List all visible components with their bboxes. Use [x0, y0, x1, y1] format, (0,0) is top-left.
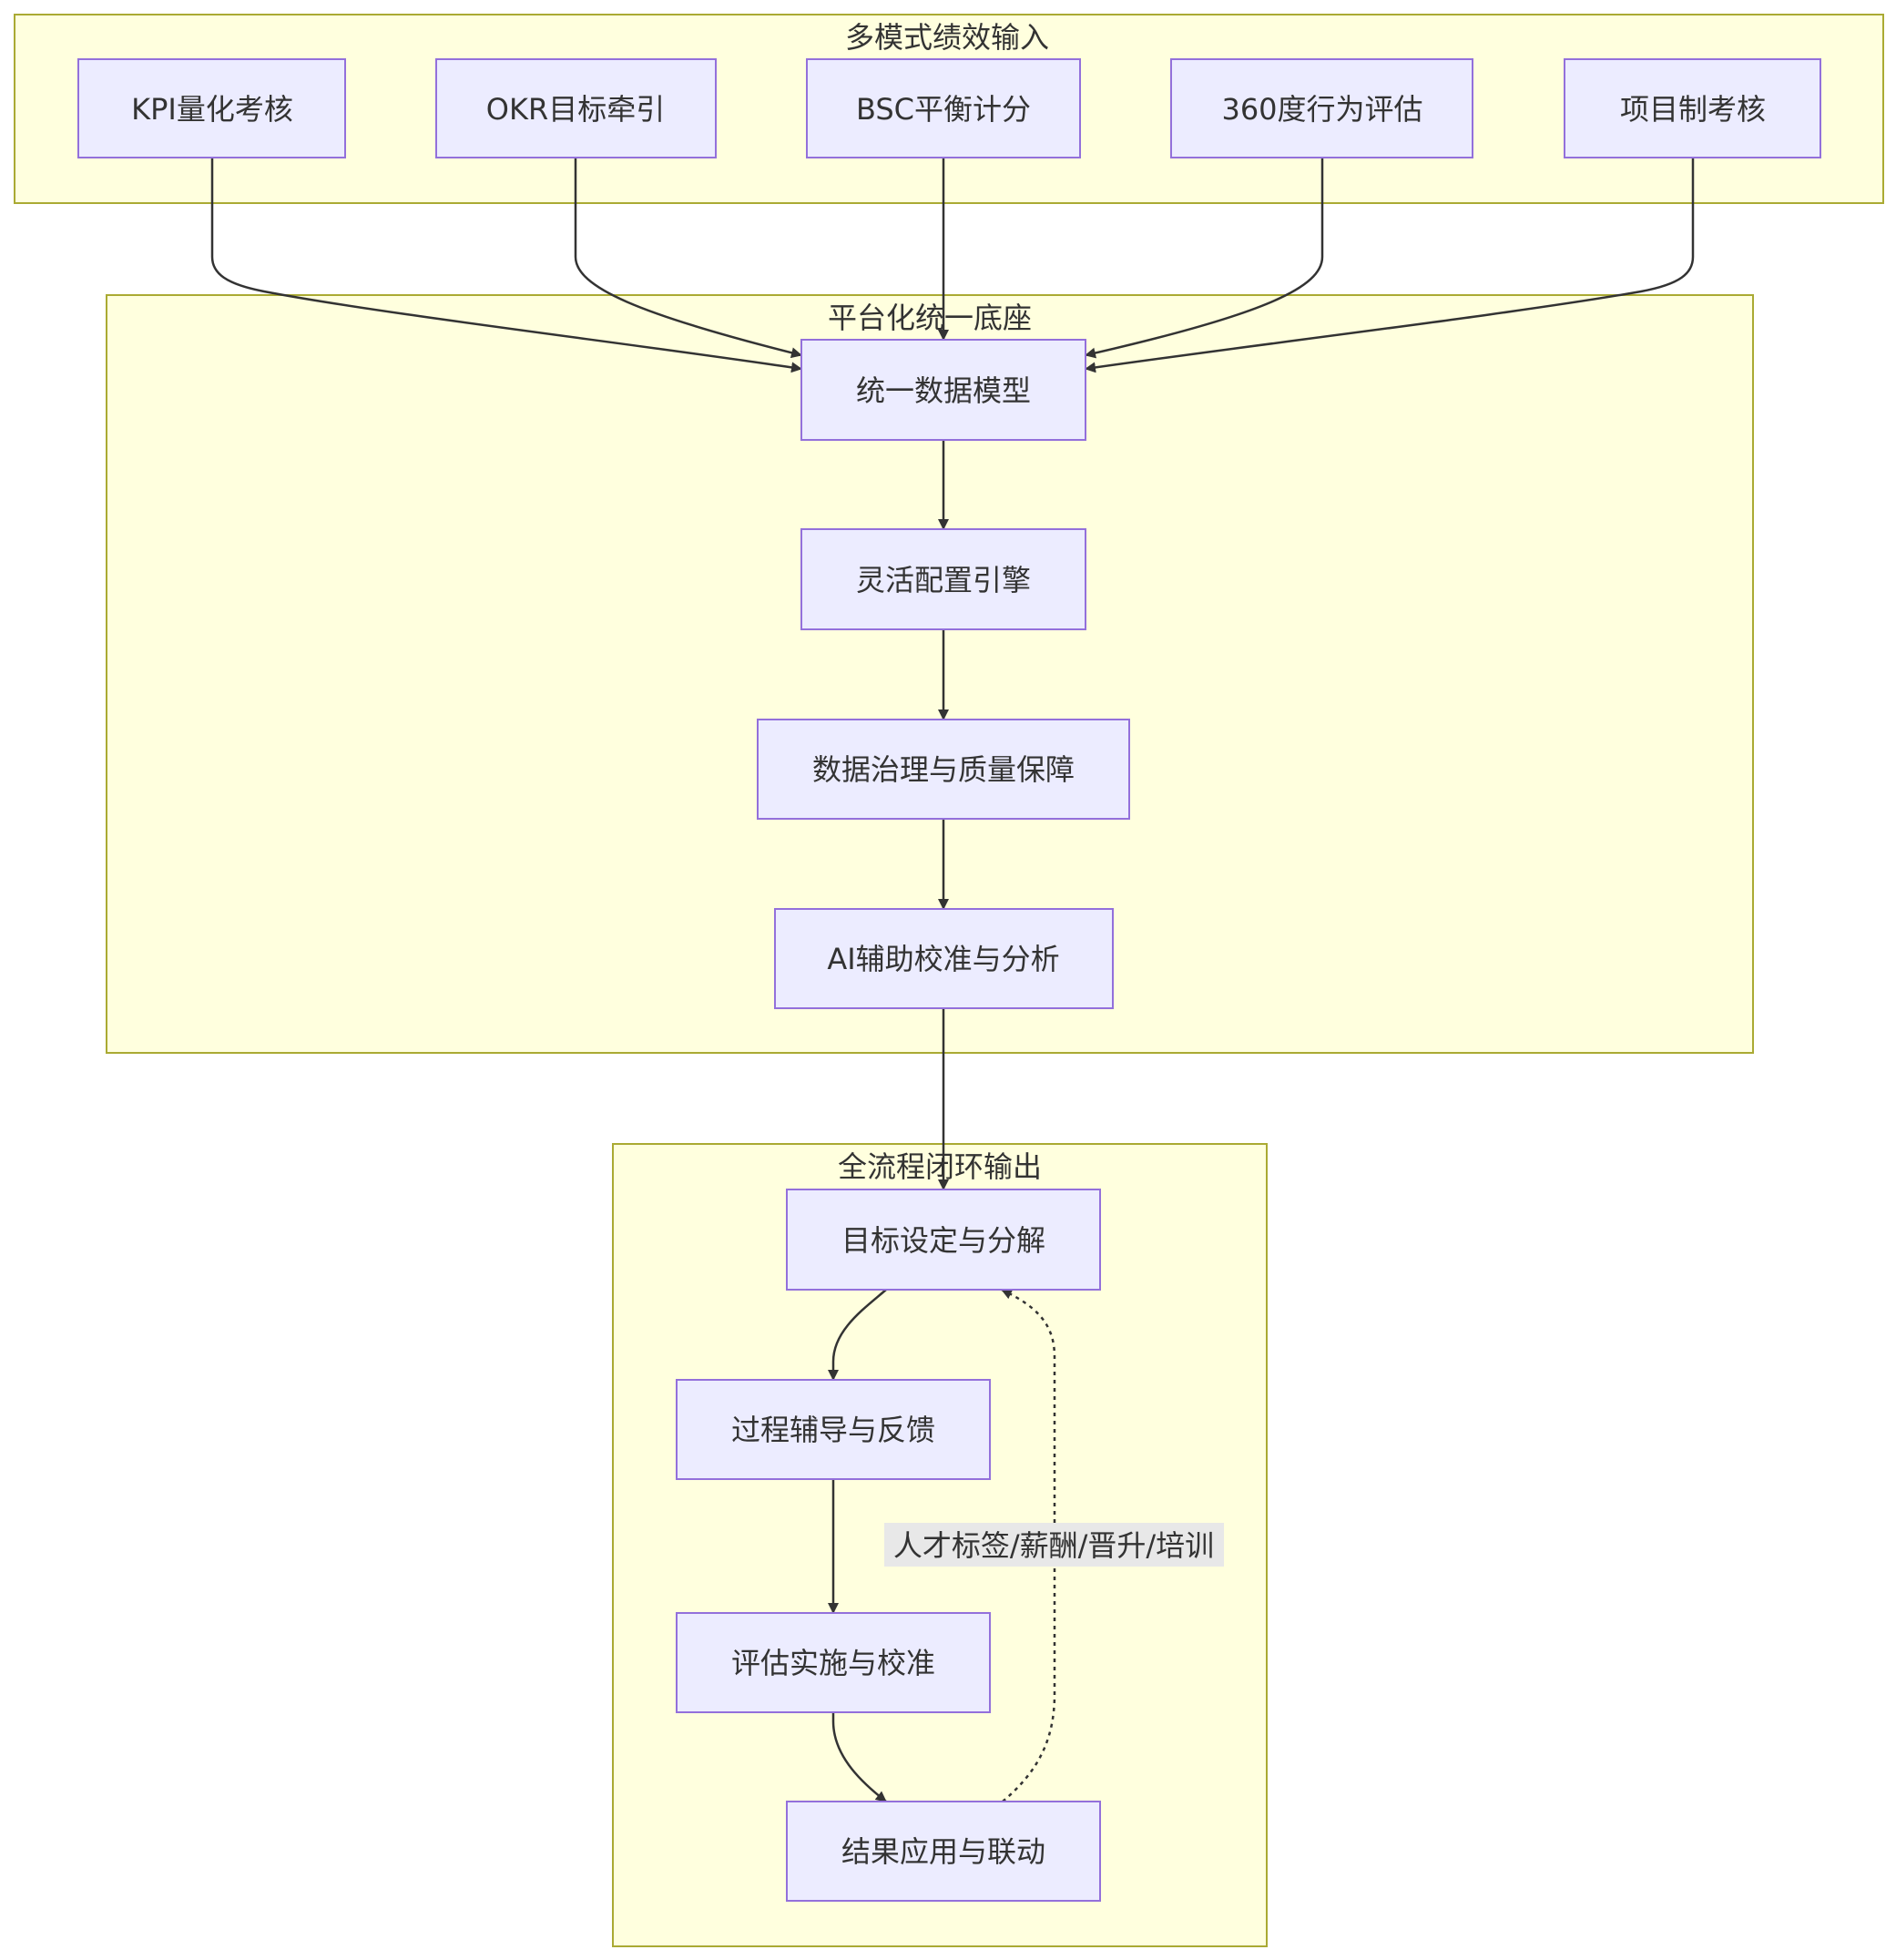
node-goal-label: 目标设定与分解 — [841, 1223, 1045, 1258]
node-okr-label: OKR目标牵引 — [486, 92, 665, 127]
node-okr: OKR目标牵引 — [435, 58, 717, 158]
node-evaluation: 评估实施与校准 — [676, 1612, 991, 1713]
node-governance-label: 数据治理与质量保障 — [812, 752, 1075, 787]
node-evaluation-label: 评估实施与校准 — [731, 1646, 935, 1680]
edge-application-to-goal-feedback — [1001, 1288, 1056, 1802]
node-ai: AI辅助校准与分析 — [774, 908, 1114, 1009]
node-project: 项目制考核 — [1564, 58, 1821, 158]
cluster-title-input: 多模式绩效输入 — [845, 20, 1049, 55]
cluster-title-platform: 平台化统一底座 — [828, 301, 1032, 335]
node-config-engine: 灵活配置引擎 — [800, 528, 1086, 630]
node-data-model-label: 统一数据模型 — [856, 373, 1031, 408]
node-360: 360度行为评估 — [1170, 58, 1473, 158]
edge-360-to-datamodel — [1085, 158, 1324, 359]
edges — [210, 158, 1695, 1802]
node-kpi: KPI量化考核 — [77, 58, 346, 158]
node-goal: 目标设定与分解 — [786, 1189, 1101, 1291]
node-application: 结果应用与联动 — [786, 1801, 1101, 1902]
edge-okr-to-datamodel — [574, 158, 802, 359]
node-config-engine-label: 灵活配置引擎 — [856, 563, 1031, 597]
cluster-title-output: 全流程闭环输出 — [838, 1149, 1042, 1184]
node-kpi-label: KPI量化考核 — [131, 92, 293, 127]
node-coaching-label: 过程辅导与反馈 — [731, 1413, 935, 1447]
edge-project-to-datamodel — [1085, 158, 1695, 373]
edge-label-feedback-text: 人才标签/薪酬/晋升/培训 — [893, 1528, 1214, 1563]
node-bsc: BSC平衡计分 — [806, 58, 1081, 158]
node-bsc-label: BSC平衡计分 — [856, 92, 1031, 127]
edge-goal-to-coaching — [828, 1289, 887, 1381]
node-360-label: 360度行为评估 — [1221, 92, 1422, 127]
node-project-label: 项目制考核 — [1620, 92, 1766, 127]
node-governance: 数据治理与质量保障 — [757, 719, 1130, 820]
edge-evaluation-to-application — [831, 1712, 887, 1802]
node-data-model: 统一数据模型 — [800, 339, 1086, 441]
edge-kpi-to-datamodel — [210, 158, 802, 373]
node-ai-label: AI辅助校准与分析 — [827, 942, 1059, 976]
node-coaching: 过程辅导与反馈 — [676, 1379, 991, 1480]
node-application-label: 结果应用与联动 — [841, 1834, 1045, 1869]
edge-label-feedback: 人才标签/薪酬/晋升/培训 — [884, 1523, 1224, 1567]
